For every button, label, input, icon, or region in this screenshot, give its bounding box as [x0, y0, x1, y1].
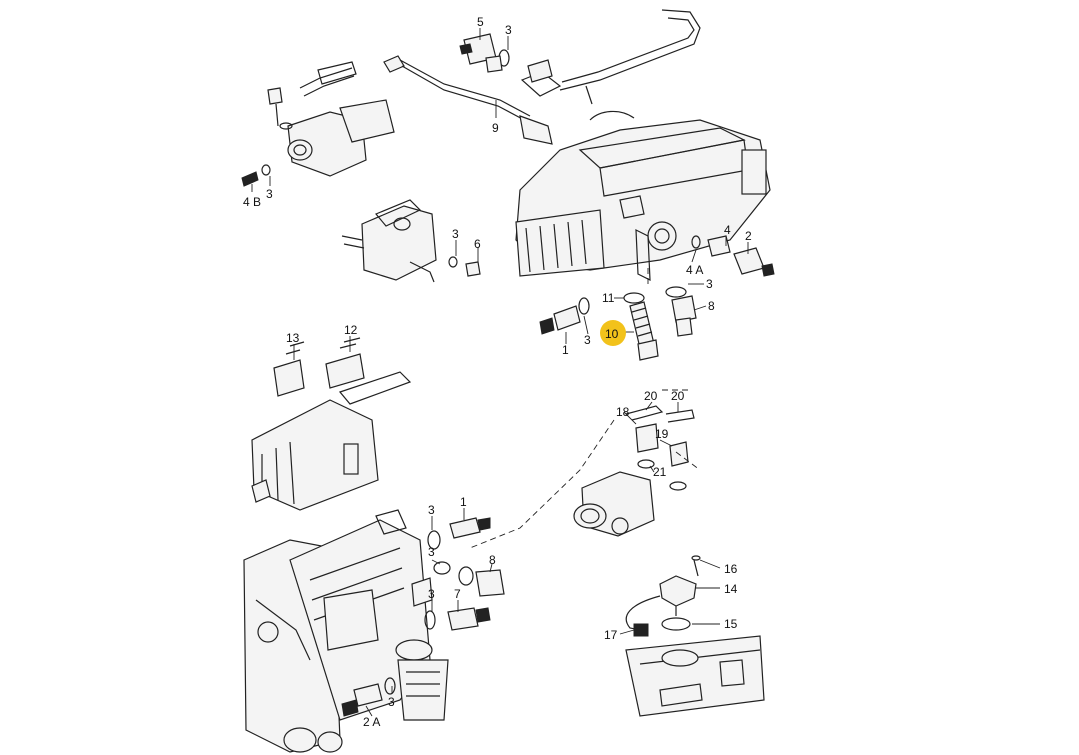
- label-17: 17: [604, 628, 618, 642]
- label-3: 3: [706, 277, 713, 291]
- label-11: 11: [602, 291, 615, 305]
- label-18: 18: [616, 405, 630, 419]
- coolant-pipe-assembly: [520, 9, 701, 105]
- thermostat-housing-lower: [573, 405, 695, 537]
- label-20: 20: [671, 389, 685, 403]
- carburetor-assembly: [341, 199, 481, 283]
- label-1: 1: [562, 343, 569, 357]
- highlight-marker-10: [600, 320, 626, 346]
- label-10[interactable]: 10: [605, 327, 619, 341]
- speedometer-cable-9: [383, 55, 553, 145]
- label-3: 3: [428, 503, 435, 517]
- label-16: 16: [724, 562, 738, 576]
- engine-block-lower: [243, 509, 449, 753]
- label-4: 4: [724, 223, 731, 237]
- sensor-1-upper: [539, 297, 590, 335]
- label-13: 13: [286, 331, 300, 345]
- coolant-flange-assembly: [241, 61, 395, 187]
- label-8: 8: [708, 299, 715, 313]
- label-14: 14: [724, 582, 738, 596]
- label-3: 3: [266, 187, 273, 201]
- label-8: 8: [489, 553, 496, 567]
- engine-block-upper: [515, 110, 775, 281]
- label-9: 9: [492, 121, 499, 135]
- label-3: 3: [505, 23, 512, 37]
- label-15: 15: [724, 617, 738, 631]
- label-3: 3: [452, 227, 459, 241]
- label-4a: 4 A: [686, 263, 703, 277]
- sender-unit-assembly: [625, 555, 765, 717]
- label-3: 3: [428, 545, 435, 559]
- lower-sensors: [341, 517, 505, 717]
- sensor-5-assembly: [459, 33, 510, 73]
- label-4b: 4 B: [243, 195, 261, 209]
- label-5: 5: [477, 15, 484, 29]
- part-labels: 5 3 9 4 B 3 3 6 4 2 4 A 3 11 8 10 1 3 13…: [243, 15, 752, 729]
- hose-part-10-assembly: [623, 292, 659, 361]
- label-21: 21: [653, 465, 667, 479]
- leader-lines: [251, 28, 749, 717]
- label-1: 1: [460, 495, 467, 509]
- connector-lines: [469, 268, 701, 549]
- label-6: 6: [474, 237, 481, 251]
- injection-pump-assembly: [251, 337, 412, 511]
- label-3: 3: [584, 333, 591, 347]
- label-2a: 2 A: [363, 715, 380, 729]
- label-19: 19: [655, 427, 669, 441]
- label-7: 7: [454, 587, 461, 601]
- sensor-8-upper: [665, 286, 697, 337]
- label-3: 3: [428, 587, 435, 601]
- label-12: 12: [344, 323, 358, 337]
- label-3: 3: [388, 695, 395, 709]
- label-20: 20: [644, 389, 658, 403]
- label-2: 2: [745, 229, 752, 243]
